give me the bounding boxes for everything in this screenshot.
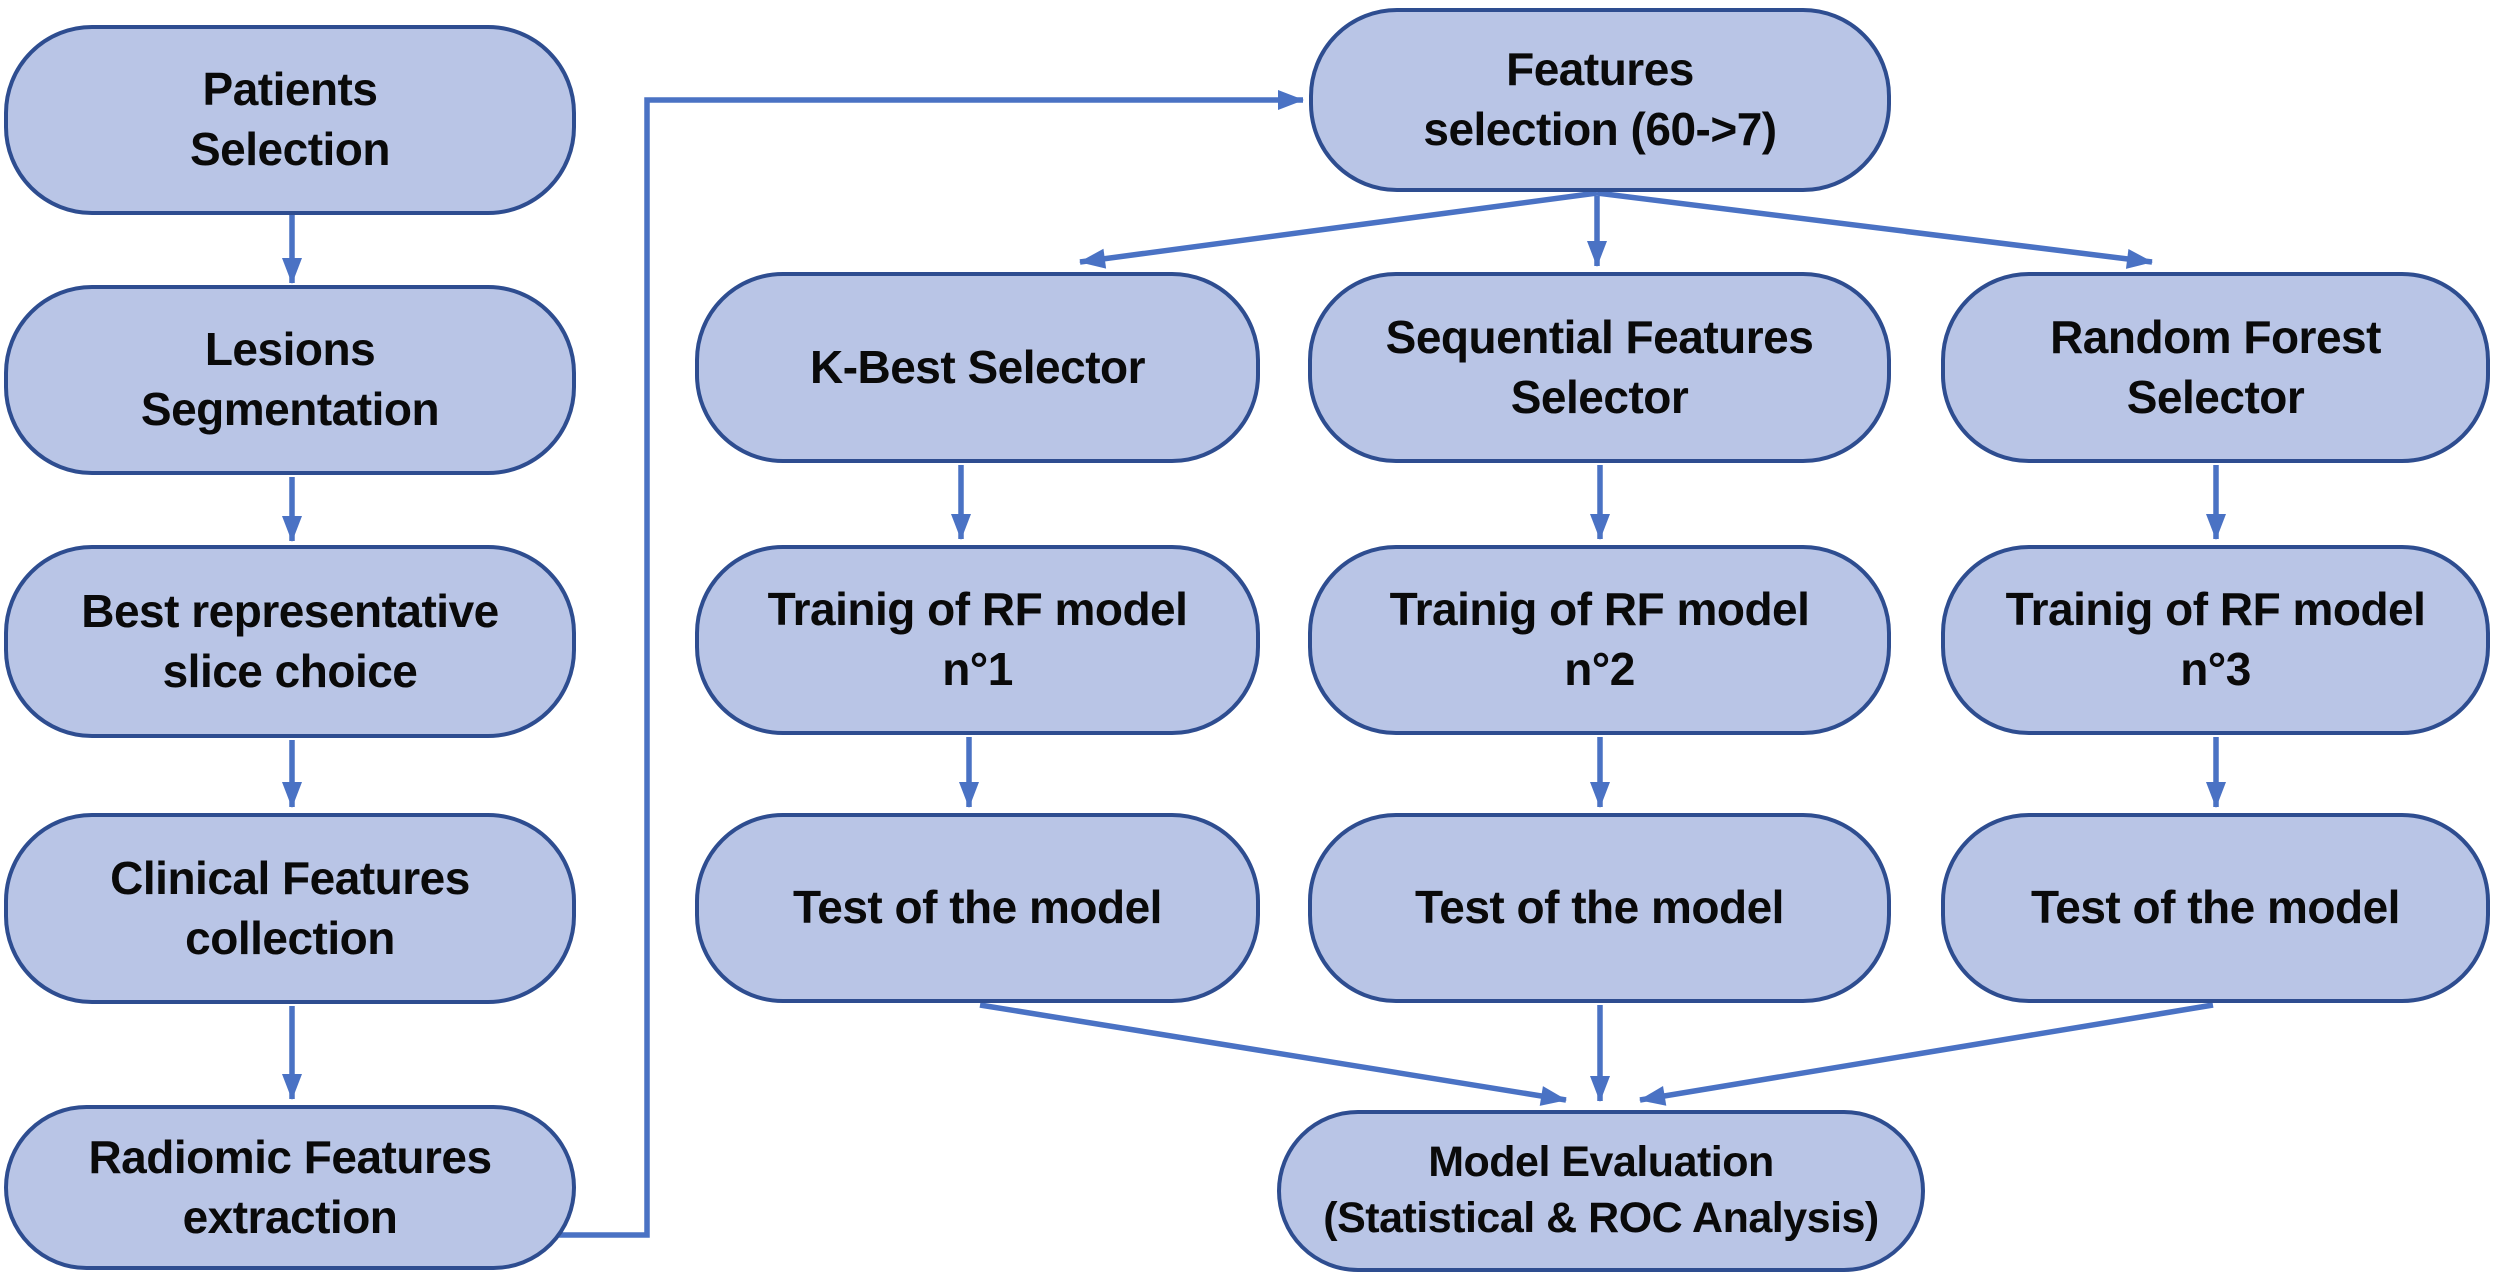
flow-node-test-of-the-model-3: Test of the model [1941, 813, 2490, 1003]
flow-node-label: Selector [2126, 370, 2305, 423]
flow-node-label: Trainig of RF model [767, 583, 1188, 636]
flow-node-model-evaluation: Model Evaluation (Statistical & ROC Analy… [1277, 1110, 1925, 1272]
flow-node-label: Test of the model [2031, 881, 2400, 934]
flow-edge-test3-to-evaluation [1639, 1002, 2214, 1106]
flow-node-k-best-selector: K-Best Selector [695, 272, 1260, 463]
flow-node-label: Features [1506, 43, 1694, 96]
flow-node-best-representative-slice-choice: Best representative slice choice [4, 545, 576, 738]
flow-node-label: Sequential Features [1385, 310, 1814, 363]
flow-node-label: Selection [189, 123, 391, 175]
flow-node-test-of-the-model-2: Test of the model [1308, 813, 1891, 1003]
flow-node-label: K-Best Selector [809, 340, 1146, 393]
flow-node-label: n°2 [1564, 643, 1635, 695]
flow-node-label: slice choice [162, 644, 418, 697]
flow-node-label: Radiomic Features [88, 1130, 492, 1183]
flow-node-radiomic-features-extraction: Radiomic Features extraction [4, 1105, 576, 1270]
flow-node-label: Test of the model [793, 881, 1162, 934]
flow-node-label: collection [185, 911, 395, 964]
flow-node-label: Best representative [81, 584, 499, 637]
flow-node-label: n°3 [2180, 643, 2251, 695]
flow-node-label: (Statistical & ROC Analysis) [1323, 1194, 1879, 1242]
flow-node-training-rf-model-3: Trainig of RF model n°3 [1941, 545, 2490, 735]
flow-node-clinical-features-collection: Clinical Features collection [4, 813, 576, 1004]
flow-node-label: Model Evaluation [1428, 1138, 1774, 1187]
flow-node-label: extraction [182, 1190, 398, 1243]
flow-node-label: Patients [202, 63, 378, 116]
flow-node-label: Test of the model [1415, 881, 1784, 934]
flow-node-label: n°1 [942, 643, 1013, 695]
flow-node-label: Trainig of RF model [1389, 583, 1810, 636]
flow-node-test-of-the-model-1: Test of the model [695, 813, 1260, 1003]
flow-node-training-rf-model-1: Trainig of RF model n°1 [695, 545, 1260, 735]
flow-node-label: Selector [1510, 370, 1689, 423]
flow-node-label: selection (60->7) [1423, 103, 1777, 155]
flow-edge-test1-to-evaluation [979, 1002, 1567, 1106]
flow-node-label: Clinical Features [110, 851, 470, 904]
flow-edge-features-to-kbest [1079, 190, 1598, 269]
flow-edge-features-to-random-forest [1596, 190, 2153, 269]
flow-edge-radiomic-to-features-selection [556, 90, 1304, 1238]
flow-node-label: Trainig of RF model [2005, 583, 2426, 636]
flow-node-label: Lesions [204, 323, 376, 376]
flow-node-label: Random Forest [2050, 310, 2381, 363]
flow-node-training-rf-model-2: Trainig of RF model n°2 [1308, 545, 1891, 735]
flow-node-label: Segmentation [140, 383, 440, 435]
flow-node-features-selection: Features selection (60->7) [1309, 8, 1891, 192]
